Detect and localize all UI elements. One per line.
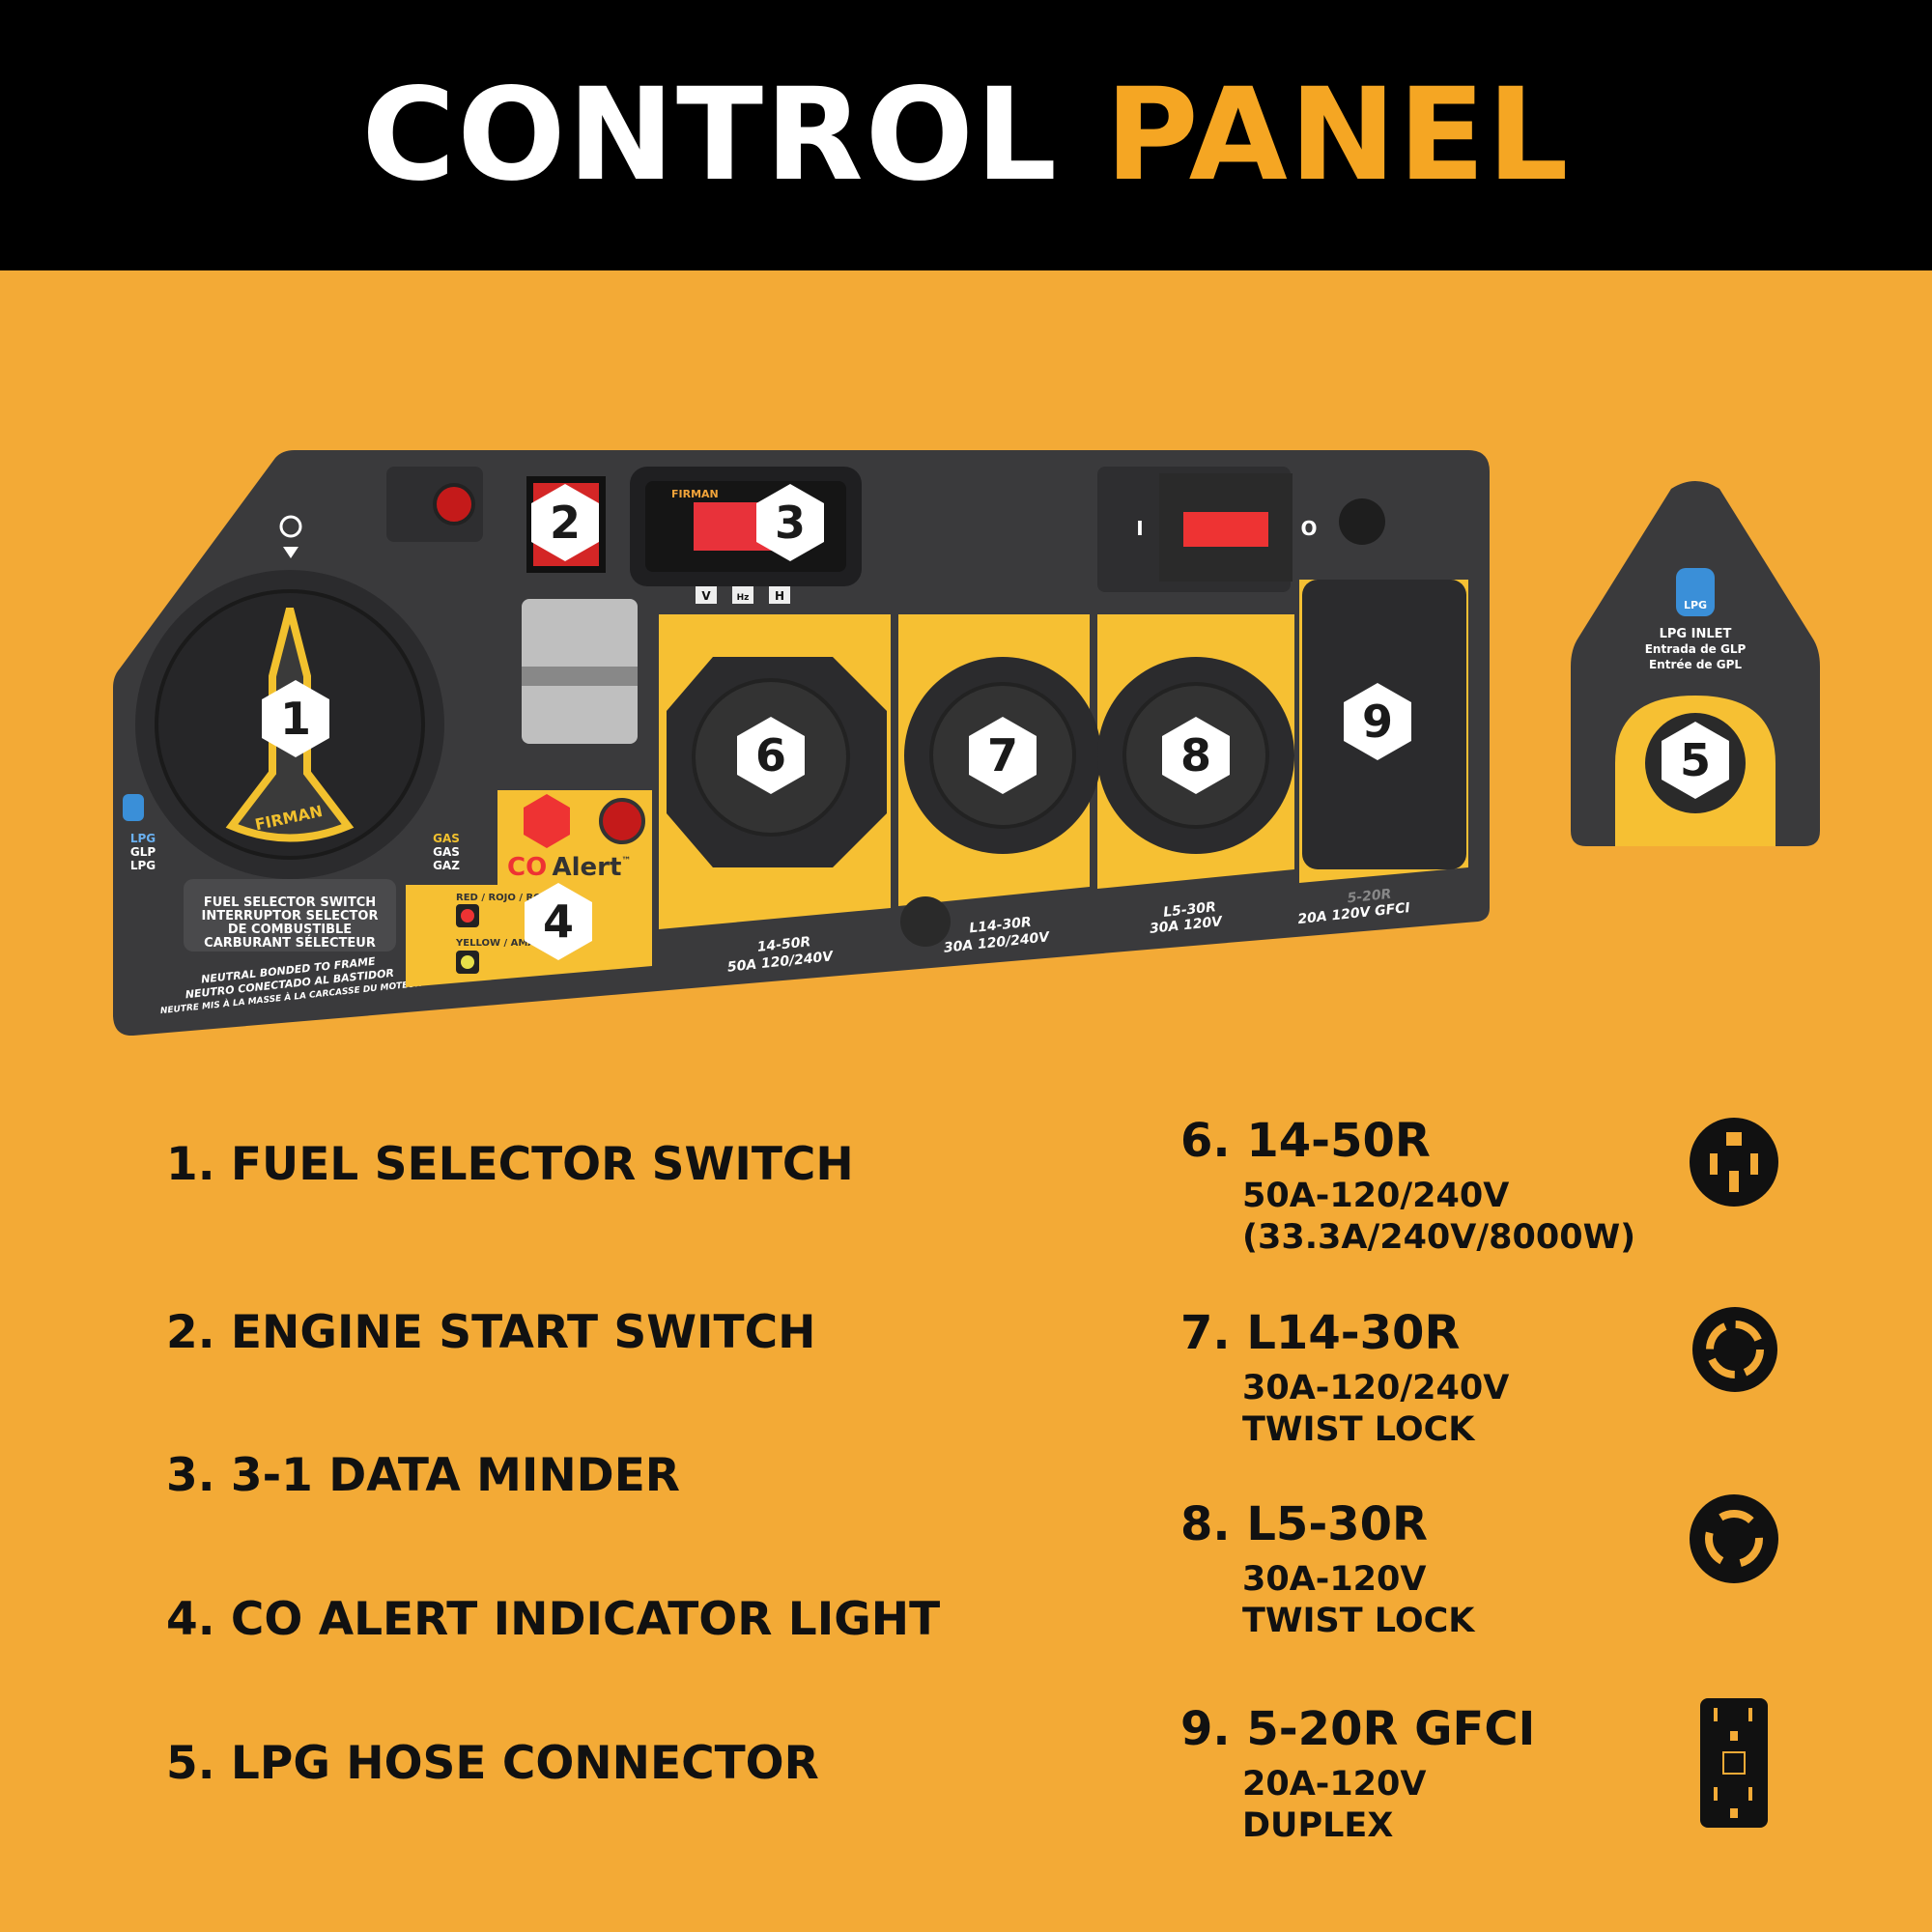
feature-4: 4. CO ALERT INDICATOR LIGHT [166, 1593, 941, 1646]
data-minder-display: FIRMAN [630, 467, 862, 586]
meter-key-v[interactable]: V [701, 589, 711, 603]
svg-text:Entrée de GPL: Entrée de GPL [1649, 658, 1742, 671]
badge-3: 3 [756, 484, 824, 561]
badge-9: 9 [1344, 683, 1411, 760]
svg-text:GAZ: GAZ [433, 859, 460, 872]
spec-8: 8. L5-30R 30A-120V TWIST LOCK [1180, 1497, 1475, 1640]
outlet-5-20r-duplex-icon [1700, 1698, 1768, 1828]
svg-text:GLP: GLP [130, 845, 156, 859]
feature-1: 1. FUEL SELECTOR SWITCH [166, 1138, 854, 1191]
svg-text:FIRMAN: FIRMAN [671, 488, 719, 500]
page-title: CONTROL PANEL [361, 61, 1571, 210]
svg-text:6: 6 [755, 729, 786, 781]
svg-text:LPG: LPG [1684, 599, 1707, 611]
feature-2: 2. ENGINE START SWITCH [166, 1306, 816, 1359]
outlet-label-model: L14-30R [969, 915, 1033, 937]
outlet-label-model: L5-30R [1163, 899, 1217, 921]
svg-text:8: 8 [1180, 729, 1211, 781]
badge-7: 7 [969, 717, 1037, 794]
main-power-switch[interactable] [1159, 473, 1293, 582]
svg-text:FUEL SELECTOR SWITCH: FUEL SELECTOR SWITCH [204, 895, 376, 910]
svg-text:YELLOW / AMA: YELLOW / AMA [455, 938, 535, 949]
svg-text:2: 2 [550, 497, 581, 549]
svg-text:3: 3 [775, 497, 806, 549]
badge-1: 1 [262, 680, 329, 757]
svg-text:7: 7 [987, 729, 1018, 781]
svg-text:I: I [1136, 517, 1143, 540]
feature-3: 3. 3-1 DATA MINDER [166, 1449, 680, 1502]
badge-5: 5 [1662, 722, 1729, 799]
svg-text:LPG: LPG [130, 832, 156, 845]
svg-text:Entrada de GLP: Entrada de GLP [1645, 642, 1747, 656]
svg-text:DE COMBUSTIBLE: DE COMBUSTIBLE [228, 923, 352, 937]
meter-key-hz[interactable]: Hz [737, 593, 750, 603]
outlet-14-50r-icon [1690, 1118, 1778, 1207]
lpg-side-label: LPG GLP LPG [123, 794, 156, 872]
spec-7: 7. L14-30R 30A-120/240V TWIST LOCK [1180, 1306, 1510, 1449]
indicator-light [433, 483, 475, 526]
outlet-label-model: 30A 120V [1149, 914, 1224, 937]
choke-knob[interactable] [1339, 498, 1385, 545]
feature-5: 5. LPG HOSE CONNECTOR [166, 1737, 819, 1790]
outlet-label-model: 5-20R [1347, 887, 1392, 907]
badge-8: 8 [1162, 717, 1230, 794]
svg-text:RED / ROJO / RO: RED / ROJO / RO [456, 893, 542, 903]
gas-side-label: GAS GAS GAZ [433, 832, 460, 872]
svg-text:LPG INLET: LPG INLET [1660, 627, 1732, 641]
svg-text:1: 1 [280, 693, 311, 745]
ground-terminal[interactable] [900, 896, 951, 947]
header-bar: CONTROL PANEL [0, 0, 1932, 270]
svg-text:INTERRUPTOR SELECTOR: INTERRUPTOR SELECTOR [202, 909, 379, 923]
svg-text:5: 5 [1680, 734, 1711, 786]
badge-4: 4 [525, 883, 592, 960]
badge-6: 6 [737, 717, 805, 794]
svg-text:O: O [1300, 517, 1317, 540]
svg-text:LPG: LPG [130, 859, 156, 872]
badge-2: 2 [531, 484, 599, 561]
svg-text:4: 4 [543, 895, 574, 948]
meter-key-h[interactable]: H [775, 589, 784, 603]
fuel-selector-label: FUEL SELECTOR SWITCH INTERRUPTOR SELECTO… [202, 895, 379, 951]
svg-text:9: 9 [1362, 696, 1393, 748]
svg-text:GAS: GAS [433, 832, 460, 845]
svg-text:GAS: GAS [433, 845, 460, 859]
outlet-l5-30r-icon [1690, 1494, 1778, 1583]
outlet-l14-30r-icon [1692, 1307, 1777, 1392]
spec-9: 9. 5-20R GFCI 20A-120V DUPLEX [1180, 1702, 1536, 1845]
svg-text:CARBURANT SÉLECTEUR: CARBURANT SÉLECTEUR [204, 935, 376, 951]
spec-6: 6. 14-50R 50A-120/240V (33.3A/240V/8000W… [1180, 1114, 1636, 1257]
outlet-label-model: 14-50R [756, 934, 811, 955]
